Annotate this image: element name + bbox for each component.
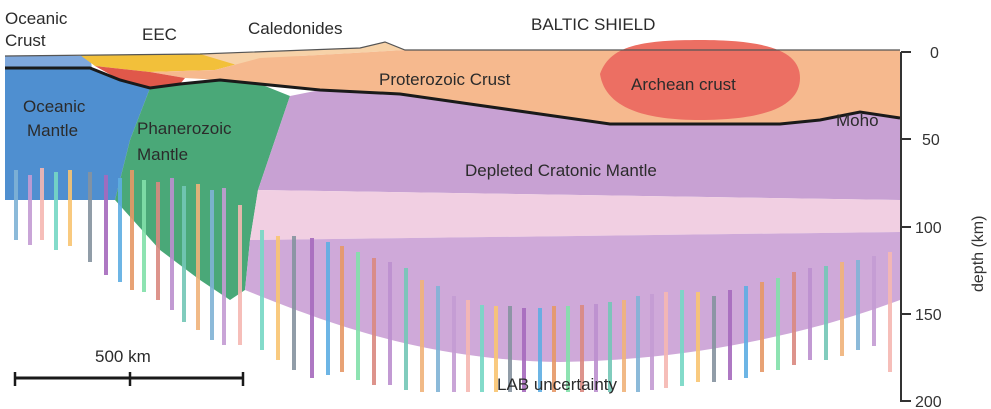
moho-line [5, 66, 901, 126]
lab-bar [182, 186, 186, 322]
lab-uncertainty-bars [14, 168, 892, 392]
lab-bar [856, 260, 860, 350]
depth-tick-label-100: 100 [915, 220, 942, 237]
lab-bar [372, 258, 376, 385]
lab-bar [744, 286, 748, 378]
depth-tick-label-50: 50 [922, 132, 940, 149]
lab-bar [170, 178, 174, 310]
scale-bar: 500 km [13, 347, 245, 386]
lab-bar [326, 242, 330, 375]
lab-bar [436, 286, 440, 392]
lab-bar [276, 236, 280, 360]
lab-bar [594, 304, 598, 392]
lab-bar [452, 296, 456, 392]
lab-bar [808, 268, 812, 360]
eec-label: EEC [142, 25, 177, 44]
lab-bar [552, 306, 556, 392]
phanerozoic-mantle-label-2: Mantle [137, 145, 188, 164]
topography-line [4, 41, 900, 57]
lab-bar [760, 282, 764, 372]
lab-bar [824, 266, 828, 360]
lab-bar [872, 256, 876, 346]
moho-label: Moho [836, 111, 879, 130]
lab-bar [404, 268, 408, 390]
baltic-shield-label: BALTIC SHIELD [531, 15, 655, 34]
lab-bar [88, 172, 92, 262]
lab-bar [580, 305, 584, 392]
depth-axis-title: depth (km) [970, 216, 987, 292]
depth-tick-label-0: 0 [930, 45, 939, 62]
caledonides-wedge [200, 42, 405, 66]
depleted-cratonic-mantle-region [258, 90, 900, 200]
lab-bar [636, 296, 640, 392]
lab-bar [522, 308, 526, 392]
lab-bar [340, 246, 344, 372]
lab-bar [142, 180, 146, 292]
oceanic-mantle-label-2: Mantle [27, 121, 78, 140]
oceanic-crust-region [5, 56, 92, 68]
lab-bar [238, 205, 242, 345]
lab-bar [222, 188, 226, 345]
proterozoic-crust-label: Proterozoic Crust [379, 70, 511, 89]
lab-bar [508, 306, 512, 392]
oceanic-mantle-region [5, 68, 150, 200]
lab-bar [664, 292, 668, 388]
lab-bar [118, 178, 122, 282]
depth-tick-label-200: 200 [915, 394, 942, 409]
eec-crust-region [95, 66, 185, 88]
lab-bar [680, 290, 684, 386]
lab-bar [566, 306, 570, 392]
lab-bar [28, 175, 32, 245]
lab-bar [156, 182, 160, 300]
lab-bar [388, 262, 392, 385]
lab-bar [14, 170, 18, 240]
lab-bar [792, 272, 796, 365]
caledonides-label: Caledonides [248, 19, 343, 38]
lab-bar [292, 236, 296, 370]
lab-bar [260, 230, 264, 350]
lab-bar [776, 278, 780, 370]
lab-bar [888, 252, 892, 372]
lab-bar [480, 305, 484, 392]
archean-crust-label: Archean crust [631, 75, 736, 94]
lab-bar [420, 280, 424, 392]
oceanic-mantle-label-1: Oceanic [23, 97, 86, 116]
lab-bar [650, 294, 654, 390]
lab-bar [104, 175, 108, 275]
lab-bar [68, 170, 72, 246]
lab-bar [538, 308, 542, 392]
lab-bar [356, 252, 360, 380]
lab-bar [310, 238, 314, 378]
phanerozoic-mantle-label-1: Phanerozoic [137, 119, 232, 138]
depth-axis: 0 50 100 150 200 depth (km) [900, 45, 987, 409]
lab-bar [466, 300, 470, 392]
lab-bar [54, 172, 58, 250]
lab-bar [608, 302, 612, 392]
lab-bar [622, 300, 626, 392]
lab-bar [840, 262, 844, 356]
lower-cratonic-mantle-region [245, 232, 900, 362]
lab-bar [196, 184, 200, 330]
depleted-cratonic-mantle-label: Depleted Cratonic Mantle [465, 161, 657, 180]
lab-bar [712, 296, 716, 382]
lab-bar [40, 168, 44, 240]
lab-bar [494, 306, 498, 392]
cratonic-light-band [250, 190, 900, 240]
archean-crust-region [600, 40, 800, 120]
lab-bar [210, 190, 214, 340]
depth-tick-label-150: 150 [915, 307, 942, 324]
lab-bar [728, 290, 732, 380]
lab-uncertainty-label: LAB uncertainty [497, 375, 618, 394]
oceanic-crust-label-1: Oceanic [5, 9, 68, 28]
scale-bar-label: 500 km [95, 347, 151, 366]
oceanic-crust-label-2: Crust [5, 31, 46, 50]
lab-bar [696, 292, 700, 382]
lab-bar [130, 170, 134, 290]
